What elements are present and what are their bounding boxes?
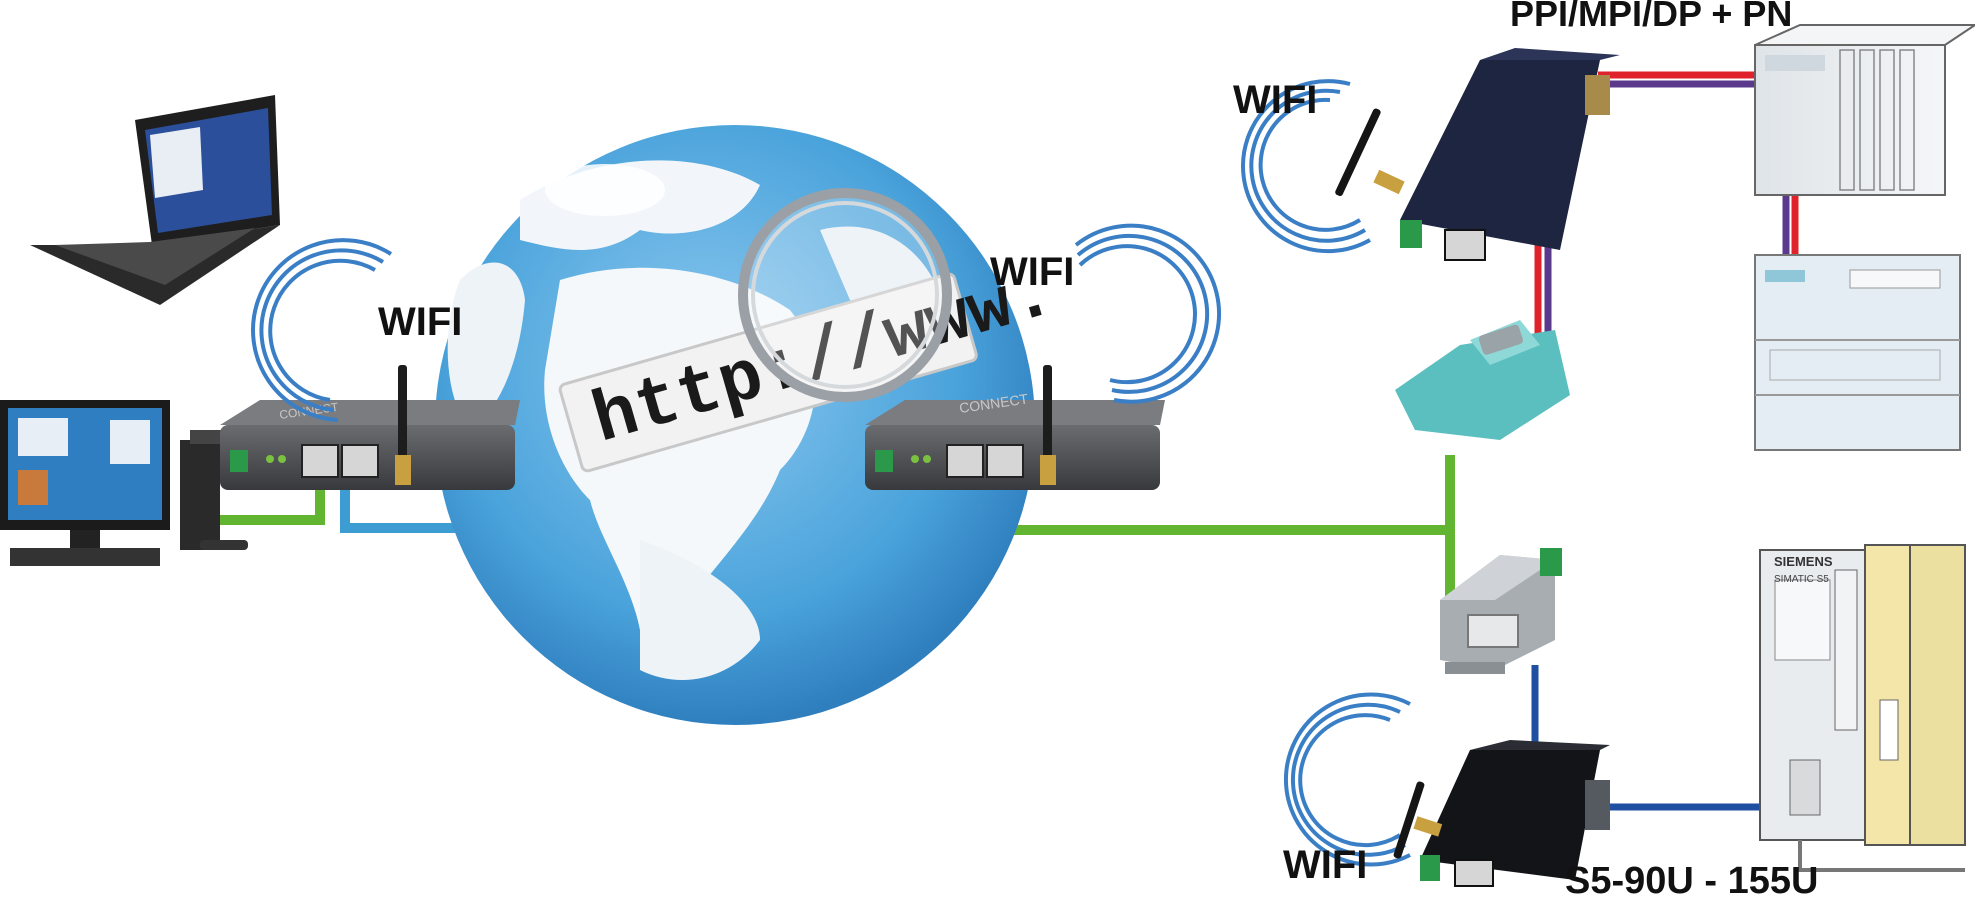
wifi-adapter-icon [1393,740,1610,887]
desktop-pc-icon [0,400,248,566]
magnifier-icon [738,188,952,402]
laptop-icon [30,95,280,305]
globe-icon: http://www. [435,125,1064,725]
profibus-connector-icon [1395,320,1570,440]
protocol-label: PPI/MPI/DP + PN [1510,0,1792,34]
plc-icon: SIEMENS SIMATIC S5 [1759,544,1966,872]
wifi-signal-bottom-right [1283,692,1411,867]
plc-icon [1754,254,1961,451]
wifi-adapter-icon [1335,48,1620,261]
wifi-label-top-right: WIFI [1233,78,1317,122]
plc-model: SIMATIC S5 [1774,574,1829,585]
wifi-label-center: WIFI [990,250,1074,294]
wifi-label-bottom-right: WIFI [1283,843,1367,887]
wifi-signal-top-right [1241,79,1371,254]
s5-range-label: S5-90U - 155U [1565,860,1818,901]
wifi-signal-left [251,238,393,422]
wifi-router-icon: CONNECT [865,365,1165,490]
plc-brand: SIEMENS [1774,554,1833,569]
plc-icon [1754,24,1975,196]
wifi-label-left: WIFI [378,300,462,344]
s5-adapter-icon [1440,548,1562,674]
wifi-signal-center [1074,223,1222,404]
